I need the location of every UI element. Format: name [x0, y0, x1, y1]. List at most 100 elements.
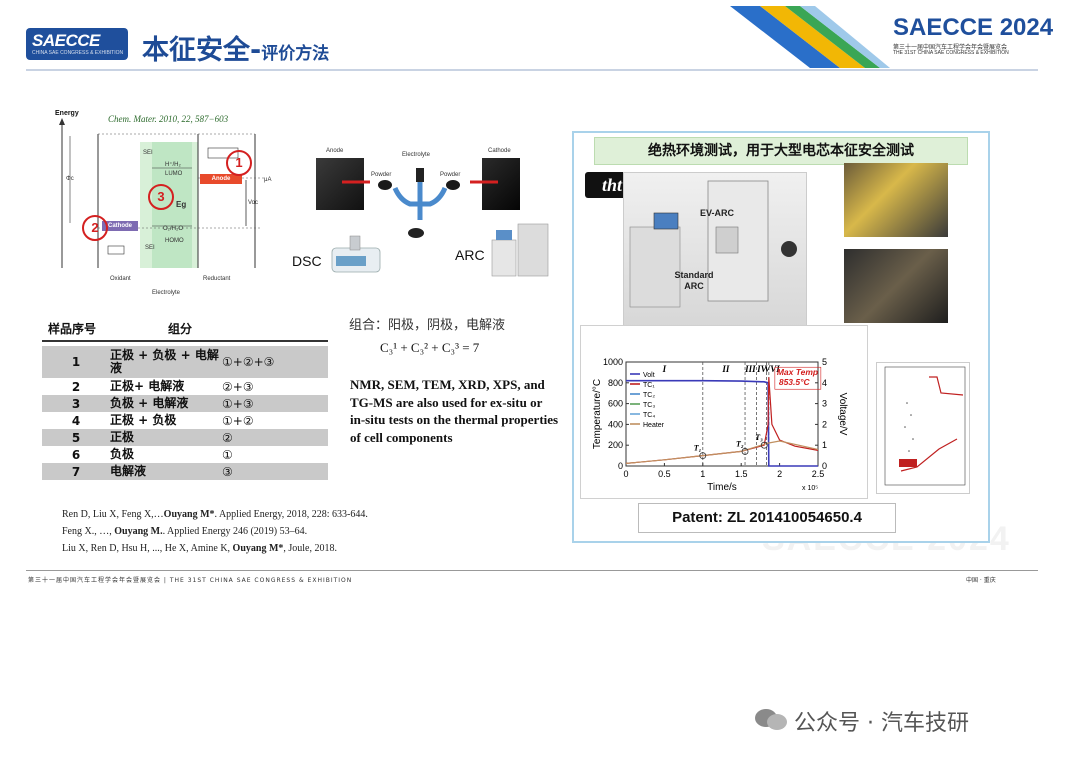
phi-c-label: Φc [66, 176, 74, 182]
sei-label-2: SEI [145, 245, 155, 251]
patent-number: Patent: ZL 201410054650.4 [638, 503, 896, 533]
anode-photo [316, 158, 364, 210]
x-tick-label: 0 [623, 469, 628, 479]
logo-text: SAECCE [32, 31, 100, 50]
cathode-box: Cathode [102, 221, 138, 231]
y-right-axis-label: Voltage/V [837, 393, 848, 436]
marker-t2 [741, 448, 749, 455]
legend-label: Volt [643, 372, 655, 379]
legend-label: TC₄ [643, 412, 655, 419]
marker-label-t3: T₃ [755, 433, 763, 442]
legend-label: TC₁ [643, 382, 655, 389]
battery-test-photo-2 [844, 249, 948, 323]
max-temp-box [774, 366, 822, 390]
title-main: 本征安全 [142, 35, 250, 66]
circle-marker-2: 2 [82, 215, 108, 241]
cathode-photo-label: Cathode [488, 148, 511, 154]
footer-location: 中国 · 重庆 [966, 577, 996, 584]
battery-test-photo-1 [844, 163, 948, 237]
saecce-logo: SAECCE CHINA SAE CONGRESS & EXHIBITION [26, 28, 128, 60]
brand-en: THE 31ST CHINA SAE CONGRESS & EXHIBITION [893, 50, 1009, 56]
max-temp-value: 853.5°C [779, 377, 811, 387]
marker-t3 [760, 441, 768, 449]
header-divider [26, 69, 1038, 71]
table-row: 1 正极 + 负极 + 电解液 ①+②+③ [42, 346, 328, 378]
ev-arc-label: EV-ARC [700, 208, 735, 218]
circle-marker-3: 3 [148, 184, 174, 210]
y-right-tick-label: 0 [822, 461, 827, 471]
stage-label: III [744, 364, 756, 374]
wechat-account-text: 公众号 · 汽车技研 [794, 711, 969, 736]
page-title: 本征安全-评价方法 [142, 28, 329, 67]
y-left-tick-label: 1000 [603, 357, 623, 367]
x-tick-label: 2.5 [812, 469, 825, 479]
brand-title: SAECCE 2024 [893, 14, 1054, 41]
arc-label: ARC [455, 247, 485, 263]
x-tick-label: 1.5 [735, 469, 748, 479]
title-dash: - [250, 35, 262, 66]
y-right-tick-label: 5 [822, 357, 827, 367]
diagram-reference: Chem. Mater. 2010, 22, 587−603 [108, 114, 229, 124]
circle-marker-1: 1 [226, 150, 252, 176]
homo-label: HOMO [165, 238, 184, 244]
reference-list: Ren D, Liu X, Feng X,…Ouyang M*. Applied… [62, 506, 368, 557]
wechat-icon [755, 709, 787, 730]
anode-photo-label: Anode [326, 148, 344, 154]
process-arrows [342, 168, 498, 220]
reference-item: Ren D, Liu X, Feng X,…Ouyang M*. Applied… [62, 509, 368, 520]
electrolyte-photo-label: Electrolyte [402, 152, 431, 158]
plot-area [625, 361, 819, 467]
series-line-heater [625, 440, 819, 464]
header-stripe-graphic [730, 6, 890, 68]
table-header: 样品序号 组分 [42, 316, 328, 342]
logo-subtitle: CHINA SAE CONGRESS & EXHIBITION [32, 50, 124, 56]
y-left-tick-label: 0 [618, 461, 623, 471]
energy-axis-label: Energy [55, 110, 79, 117]
combination-text: 组合：阳极，阴极，电解液 [349, 318, 506, 333]
voc-label: Voc [248, 200, 259, 206]
dsc-label: DSC [292, 253, 322, 269]
anode-box: Anode [200, 174, 242, 184]
marker-t1 [699, 452, 707, 459]
y-left-tick-label: 400 [608, 419, 623, 429]
eg-label: Eg [176, 200, 187, 209]
y-left-tick-label: 600 [608, 399, 623, 409]
series-line-tc1 [625, 377, 819, 464]
y-right-tick-label: 1 [822, 440, 827, 450]
legend-label: Heater [643, 422, 665, 429]
header-sample-no: 样品序号 [48, 321, 97, 336]
ev-arc-photo [623, 172, 807, 328]
table-row: 6 负极 ① [71, 447, 233, 462]
title-sub: 评价方法 [261, 44, 330, 64]
panel-title: 绝热环境测试，用于大型电芯本征安全测试 [594, 137, 968, 165]
brand-cn: 第三十一届中国汽车工程学会年会暨展览会 [893, 44, 1008, 51]
table-row: 2 正极+ 电解液 ②+③ [71, 379, 254, 394]
max-temp-label: Max Temp [777, 367, 818, 377]
reference-item: Feng X., …, Ouyang M.. Applied Energy 24… [62, 526, 308, 537]
dsc-instrument [331, 235, 381, 273]
powder-left-sample [378, 180, 392, 190]
table-row: 4 正极 + 负极 ①+② [71, 413, 254, 428]
electrolyte-label: Electrolyte [152, 290, 181, 296]
powder-right-label: Powder [440, 172, 461, 178]
stage-label: I [662, 364, 667, 374]
y-right-tick-label: 4 [822, 378, 827, 388]
y-right-tick-label: 3 [822, 399, 827, 409]
o2-label: O₂/H₂O [163, 226, 183, 232]
powder-left-label: Powder [371, 172, 392, 178]
powder-right-sample [446, 180, 460, 190]
x-axis-label: Time/s [707, 482, 737, 493]
lumo-label: LUMO [165, 171, 183, 177]
mu-a-label: μA [264, 177, 272, 183]
sei-label: SEI [143, 150, 153, 156]
reference-item: Liu X, Ren D, Hsu H, ..., He X, Amine K,… [62, 543, 337, 554]
x-multiplier-label: x 10⁵ [802, 485, 818, 492]
footer-divider [26, 570, 1038, 571]
x-tick-label: 1 [700, 469, 705, 479]
legend-label: TC₂ [643, 392, 655, 399]
legend-label: TC₃ [643, 402, 655, 409]
oxidant-label: Oxidant [110, 276, 131, 282]
header-component: 组分 [168, 321, 193, 336]
y-right-tick-label: 2 [822, 419, 827, 429]
ev-arc-illustration [629, 180, 797, 308]
